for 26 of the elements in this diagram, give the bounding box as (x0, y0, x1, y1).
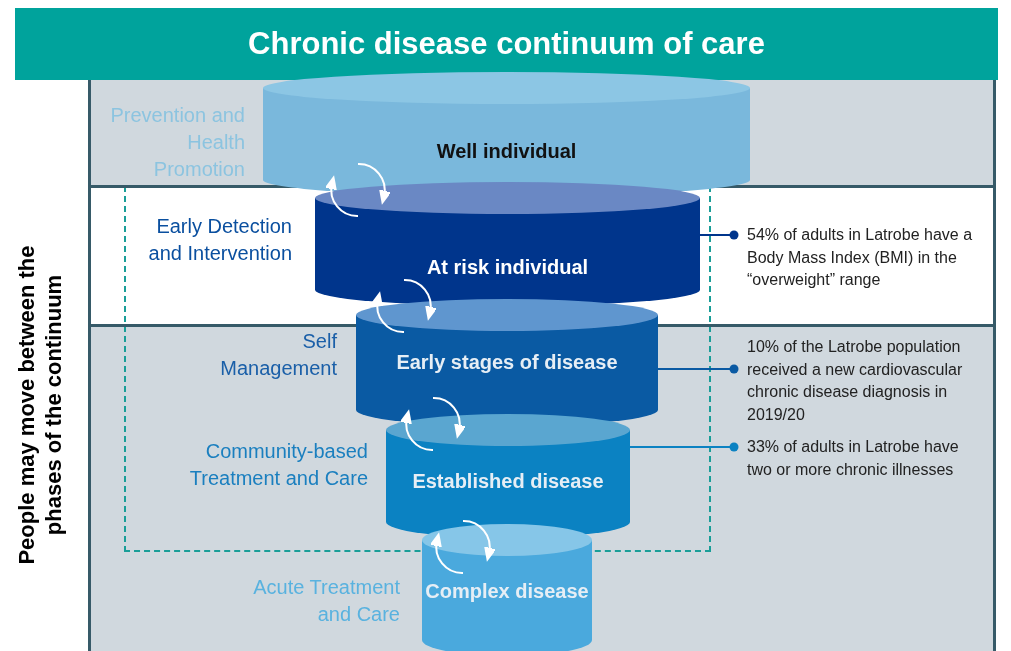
side-note: People may move between the phases of the continuum (13, 244, 67, 567)
stage-label: Well individual (435, 139, 578, 164)
cycle-arrow (403, 279, 439, 321)
stage-label: Early stages of disease (395, 350, 619, 375)
phase-label: Prevention and Health Promotion (110, 103, 245, 182)
statistic-note: 33% of adults in Latrobe have two or more chronic illnesses (747, 436, 987, 481)
leader-line (629, 442, 739, 452)
phase-label: Acute Treatment and Care (252, 575, 400, 627)
cycle-arrow (432, 397, 468, 439)
stage-label: Established disease (411, 469, 605, 494)
title-banner: Chronic disease continuum of care (15, 8, 998, 80)
statistic-note: 54% of adults in Latrobe have a Body Mass Index (BMI) in the “overweight” range (747, 224, 987, 292)
phase-label: Early Detection and Intervention (147, 214, 292, 266)
statistic-note: 10% of the Latrobe population received a new cardiovascular chronic disease diagnosis in 2019/20 (747, 336, 987, 426)
phase-label: Self Management (219, 329, 337, 381)
cycle-arrow (462, 520, 498, 562)
cycle-arrow (369, 291, 405, 333)
stage-label: Complex disease (424, 579, 590, 604)
cycle-arrow (357, 163, 393, 205)
cycle-arrow (398, 409, 434, 451)
phase-label: Community-based Treatment and Care (188, 439, 368, 491)
stage-label: At risk individual (425, 255, 590, 280)
leader-line (657, 364, 739, 374)
cycle-arrow (428, 532, 464, 574)
leader-line (699, 230, 739, 240)
cycle-arrow (323, 175, 359, 217)
